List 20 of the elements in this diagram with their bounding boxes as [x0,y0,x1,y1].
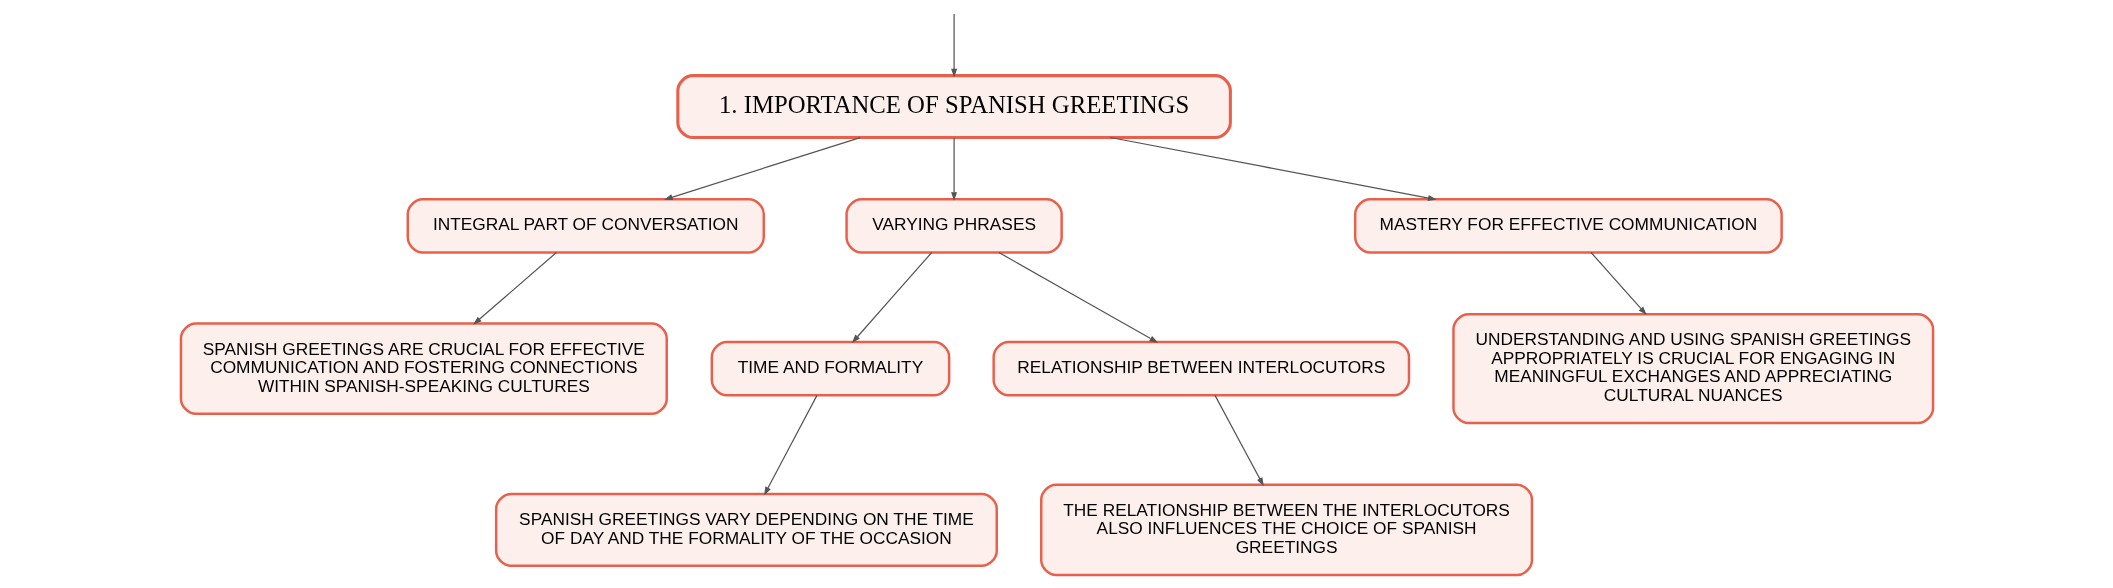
arrow [663,136,861,201]
node-box: SPANISH GREETINGS VARY DEPENDING ON THE TIME OF DAY AND THE FORMALITY OF THE OCCASION [494,492,998,567]
arrow [1213,394,1264,487]
arrow [1109,136,1437,201]
node-box: RELATIONSHIP BETWEEN INTERLOCUTORS [991,340,1410,397]
arrow [1589,251,1647,316]
arrow [472,251,557,325]
node-box: SPANISH GREETINGS ARE CRUCIAL FOR EFFECTIVE COMMUNICATION AND FOSTERING CONNECTIONS WITHIN SPANISH-SPEAKING CULTURES [179,322,668,415]
arrow [950,137,957,201]
node-box: MASTERY FOR EFFECTIVE COMMUNICATION [1353,198,1783,254]
node-box: TIME AND FORMALITY [710,340,950,397]
node-box: UNDERSTANDING AND USING SPANISH GREETINGS APPROPRIATELY IS CRUCIAL FOR ENGAGING IN MEANINGFUL EXCHANGES AND APPRECIATING CULTURAL NUANCES [1451,313,1934,425]
arrow [763,394,818,496]
node-box: VARYING PHRASES [844,198,1063,254]
node-box: THE RELATIONSHIP BETWEEN THE INTERLOCUTORS ALSO INFLUENCES THE CHOICE OF SPANISH GREETINGS [1039,483,1533,577]
arrow [950,13,957,78]
arrow [851,251,932,344]
node-box: INTEGRAL PART OF CONVERSATION [406,198,765,254]
arrow [997,251,1158,343]
node-box: 1. IMPORTANCE OF SPANISH GREETINGS [675,74,1232,139]
